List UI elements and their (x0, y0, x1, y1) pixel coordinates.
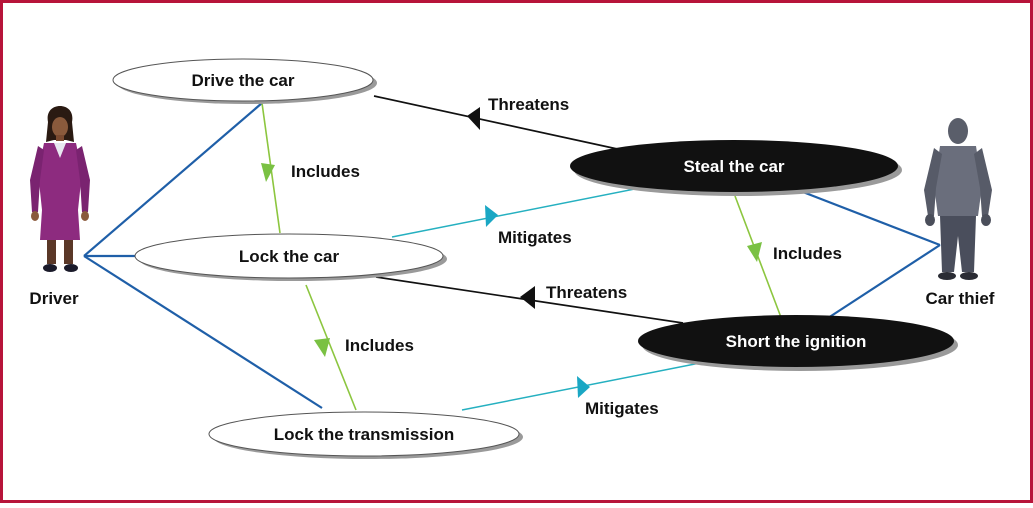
use-case-transmission-ellipse (208, 411, 520, 457)
man-figure-icon (924, 118, 992, 280)
assoc-driver-drive (83, 102, 263, 257)
mitigates-label-transmission-short: Mitigates (585, 399, 659, 418)
includes-arrowhead-1 (261, 163, 275, 182)
mitigates-lock-steal-line (391, 187, 641, 238)
use-case-transmission-label: Lock the transmission (274, 425, 454, 444)
includes-label-drive-lock: Includes (291, 162, 360, 181)
mitigates-arrowhead-1 (485, 205, 498, 227)
use-case-drive[interactable]: Drive the car (112, 58, 377, 104)
use-case-drive-label: Drive the car (192, 71, 295, 90)
misuse-case-steal-ellipse (570, 140, 898, 192)
threatens-arrowhead-1 (467, 107, 480, 130)
actor-driver-label: Driver (29, 289, 79, 308)
use-case-lock-ellipse (134, 233, 444, 279)
misuse-case-short[interactable]: Short the ignition (638, 315, 958, 371)
misuse-case-steal[interactable]: Steal the car (570, 140, 902, 196)
includes-steal-short-line (734, 195, 783, 321)
use-case-transmission[interactable]: Lock the transmission (208, 411, 523, 459)
use-case-drive-ellipse (112, 58, 374, 102)
threatens-arrowheads (467, 107, 535, 309)
includes-label-steal-short: Includes (773, 244, 842, 263)
misuse-case-short-ellipse (638, 315, 954, 367)
assoc-thief-steal (789, 185, 941, 247)
includes-arrowheads (261, 163, 762, 357)
assoc-driver-transmission (83, 255, 323, 409)
threatens-steal-drive-line (373, 95, 623, 151)
includes-arrowhead-2 (314, 338, 330, 357)
use-case-lock[interactable]: Lock the car (134, 233, 447, 281)
threatens-arrowhead-2 (520, 286, 535, 309)
includes-label-lock-transmission: Includes (345, 336, 414, 355)
use-case-lock-label: Lock the car (239, 247, 340, 266)
misuse-case-short-label: Short the ignition (726, 332, 867, 351)
mitigates-arrowheads (485, 205, 590, 398)
woman-figure-icon (30, 106, 90, 272)
association-lines (83, 102, 941, 409)
mitigates-label-lock-steal: Mitigates (498, 228, 572, 247)
misuse-case-steal-label: Steal the car (683, 157, 784, 176)
threatens-label-drive: Threatens (488, 95, 569, 114)
includes-arrowhead-3 (747, 242, 762, 262)
includes-lock-transmission-line (305, 284, 357, 411)
mitigates-arrowhead-2 (577, 376, 590, 398)
actor-thief-label: Car thief (926, 289, 995, 308)
threatens-label-lock: Threatens (546, 283, 627, 302)
assoc-thief-short (827, 244, 941, 319)
